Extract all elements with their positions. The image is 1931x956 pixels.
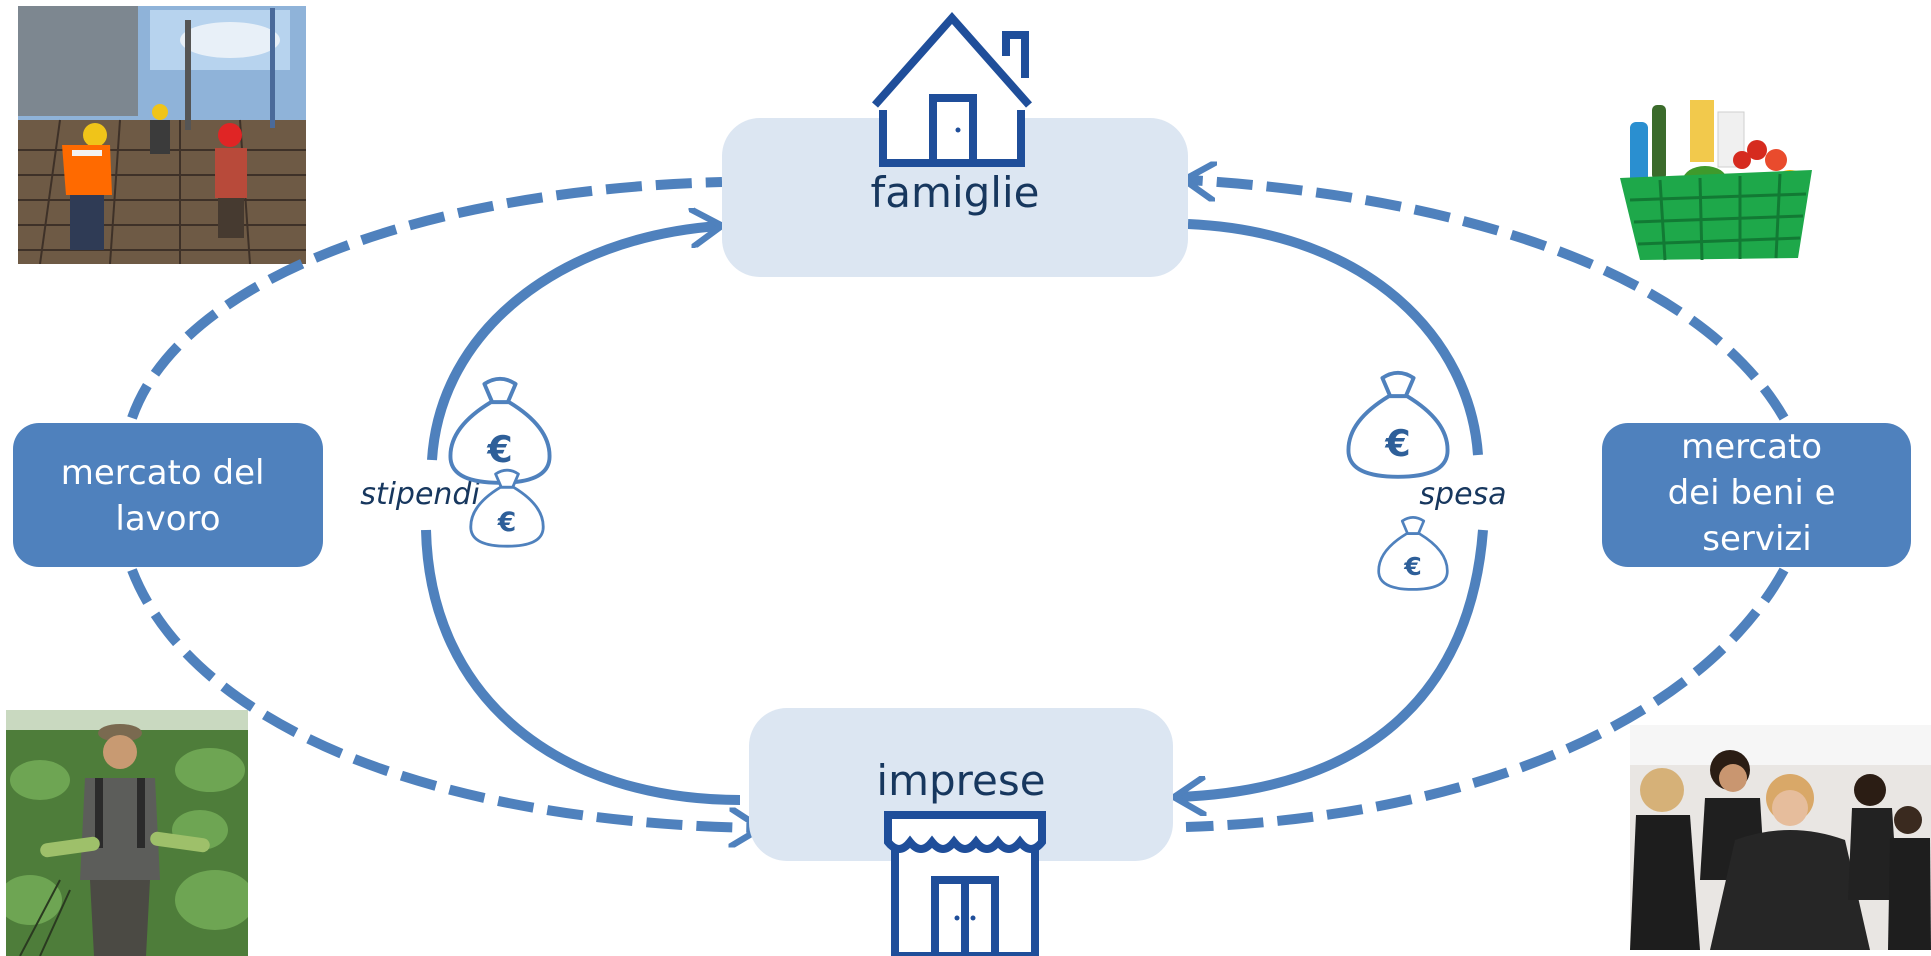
dashed-arrow-labor-market-to-imprese [127,568,757,828]
money-bag-icon: € [469,468,545,548]
arrow-famiglie-to-spesa [1187,219,1483,456]
euro-symbol: € [1384,422,1410,465]
arrow-imprese-to-stipendi [421,529,741,805]
dashed-arrow-goods-market-to-imprese [1185,567,1789,832]
euro-symbol: € [486,428,512,471]
goods-market-line-3: servizi [1702,519,1811,559]
shop-icon [884,811,1046,956]
market-flow-loop [127,177,1789,832]
labor-market-line-1: mercato del [61,453,265,493]
euro-symbol: € [1403,552,1422,581]
node-imprese: imprese [749,708,1173,861]
euro-symbol: € [497,507,517,538]
construction-workers-photo [18,6,306,264]
dashed-arrow-goods-market-to-famiglie [1188,180,1789,421]
labor-market-label: mercato del lavoro [61,453,276,539]
goods-market-line-2: dei beni e [1668,473,1836,513]
node-famiglie: famiglie [722,118,1188,277]
grocery-basket-photo [1612,98,1820,263]
arrow-stipendi-to-famiglie [427,226,718,461]
house-icon [872,11,1032,167]
node-labor-market: mercato del lavoro [13,423,323,567]
stipendi-label: stipendi [360,477,480,512]
money-bag-icon: € [1377,516,1449,591]
goods-market-label: mercato dei beni e servizi [1668,427,1847,559]
hairdresser-photo [1630,725,1931,950]
money-bag-icon: € [1346,370,1450,479]
node-goods-market: mercato dei beni e servizi [1602,423,1911,567]
labor-market-line-2: lavoro [115,499,220,539]
dashed-arrow-labor-market-to-famiglie [127,177,723,420]
farmer-photo [6,710,248,956]
arrow-spesa-to-imprese [1178,529,1488,797]
imprese-label: imprese [876,756,1045,805]
money-flow-loop [421,219,1488,805]
money-bag-icon: € [448,376,552,485]
goods-market-line-1: mercato [1681,427,1822,467]
famiglie-label: famiglie [871,168,1040,217]
spesa-label: spesa [1419,477,1506,512]
